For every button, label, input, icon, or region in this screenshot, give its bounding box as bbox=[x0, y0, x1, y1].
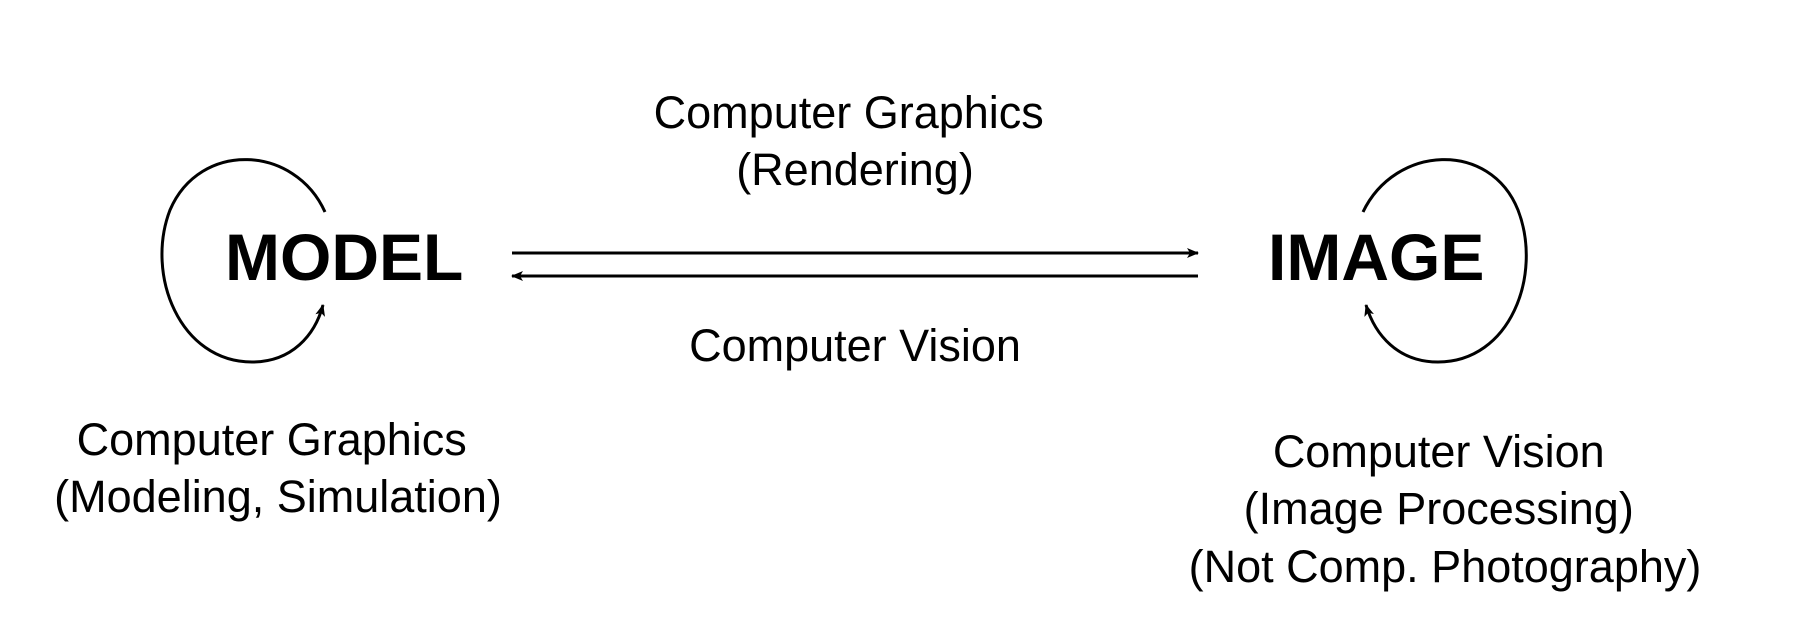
model-loop-arc bbox=[160, 158, 327, 364]
rendering-caption-line1: Computer Graphics bbox=[654, 87, 1044, 138]
image-loop-arc bbox=[1361, 158, 1528, 364]
vision-caption: Computer Vision bbox=[689, 320, 1021, 371]
image-node-label: IMAGE bbox=[1268, 220, 1484, 294]
rendering-caption-line2: (Rendering) bbox=[736, 144, 974, 195]
image-loop-caption: Computer Vision (Image Processing) (Not … bbox=[1189, 426, 1702, 592]
model-loop-caption: Computer Graphics (Modeling, Simulation) bbox=[54, 414, 502, 522]
model-node-label: MODEL bbox=[225, 220, 463, 294]
vision-caption-line1: Computer Vision bbox=[689, 320, 1021, 371]
rendering-caption: Computer Graphics (Rendering) bbox=[654, 87, 1057, 195]
model-loop-caption-line1: Computer Graphics bbox=[77, 414, 467, 465]
model-loop-caption-line2: (Modeling, Simulation) bbox=[54, 471, 502, 522]
image-loop-caption-line2: (Image Processing) bbox=[1244, 483, 1634, 534]
image-self-loop bbox=[1361, 158, 1528, 364]
image-loop-caption-line1: Computer Vision bbox=[1273, 426, 1605, 477]
model-self-loop bbox=[160, 158, 327, 364]
image-loop-caption-line3: (Not Comp. Photography) bbox=[1189, 541, 1702, 592]
